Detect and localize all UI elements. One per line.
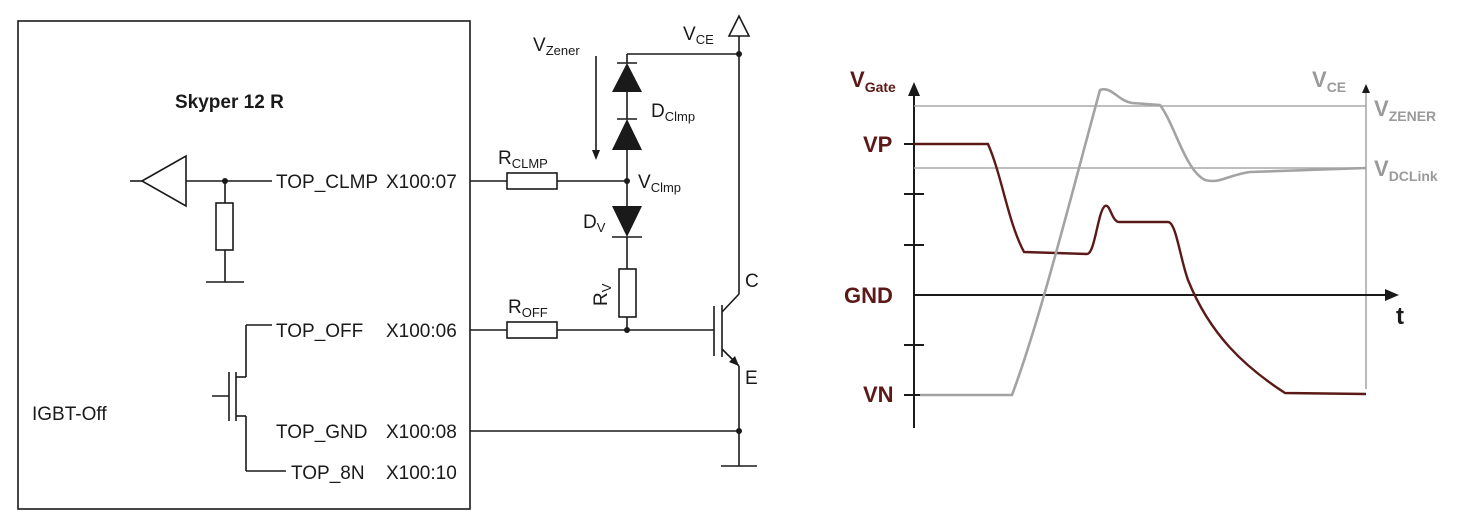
pin-x100-08: X100:08 bbox=[386, 422, 457, 443]
v-ce-label: VCE bbox=[683, 24, 714, 47]
pin-x100-07: X100:07 bbox=[386, 172, 457, 193]
r-v-label: RV bbox=[591, 283, 614, 306]
r-off-label: ROFF bbox=[508, 297, 548, 320]
pin-top-clmp: TOP_CLMP bbox=[276, 172, 378, 193]
d-v-label: DV bbox=[583, 212, 606, 235]
y-ticks bbox=[904, 143, 924, 396]
diode-dv bbox=[612, 206, 642, 237]
vce-terminal-icon bbox=[727, 14, 751, 37]
v-clmp-label: VClmp bbox=[638, 172, 681, 195]
r-clmp-branch bbox=[470, 172, 627, 190]
clamp-chain bbox=[592, 53, 739, 333]
off-mosfet bbox=[212, 324, 286, 472]
r-off-resistor bbox=[506, 321, 558, 339]
circuit-diagram: Skyper 12 R IGBT-Off TOP_CLMP X100:07 bbox=[17, 14, 759, 510]
driver-box bbox=[17, 20, 471, 510]
vgate-axis-label: VGate bbox=[850, 67, 896, 95]
driver-mode-label: IGBT-Off bbox=[32, 404, 107, 425]
driver-title: Skyper 12 R bbox=[175, 92, 284, 113]
collector-label: C bbox=[745, 271, 759, 292]
input-buffer bbox=[130, 154, 272, 283]
pin-top-off: TOP_OFF bbox=[276, 321, 363, 342]
r-off-branch bbox=[470, 321, 714, 339]
d-clmp-label: DClmp bbox=[651, 101, 695, 124]
pin-top-gnd: TOP_GND bbox=[276, 422, 368, 443]
vzener-level-label: VZENER bbox=[1374, 96, 1436, 124]
pull-resistor bbox=[215, 202, 234, 251]
vgate-curve bbox=[914, 142, 1367, 396]
waveform-graph: VGate VP GND VN VCE VZENER VDCLink t bbox=[844, 67, 1438, 428]
zener-diode-2 bbox=[612, 119, 642, 150]
r-v-resistor bbox=[618, 268, 637, 318]
vp-level-label: VP bbox=[863, 132, 892, 157]
time-axis-label: t bbox=[1396, 303, 1404, 330]
v-zener-label: VZener bbox=[533, 35, 580, 58]
vce-axis-label: VCE bbox=[1312, 67, 1346, 95]
emitter-label: E bbox=[745, 368, 758, 389]
pin-x100-10: X100:10 bbox=[386, 463, 457, 484]
pin-top-8n: TOP_8N bbox=[291, 463, 365, 484]
vdclink-level-label: VDCLink bbox=[1374, 156, 1438, 184]
vn-level-label: VN bbox=[863, 382, 894, 407]
r-clmp-label: RCLMP bbox=[498, 148, 548, 171]
igbt bbox=[713, 14, 757, 467]
zener-diode-1 bbox=[612, 63, 642, 92]
gnd-level-label: GND bbox=[844, 283, 893, 308]
pin-x100-06: X100:06 bbox=[386, 321, 457, 342]
r-clmp-resistor bbox=[506, 172, 558, 190]
vce-curve bbox=[920, 88, 1367, 397]
